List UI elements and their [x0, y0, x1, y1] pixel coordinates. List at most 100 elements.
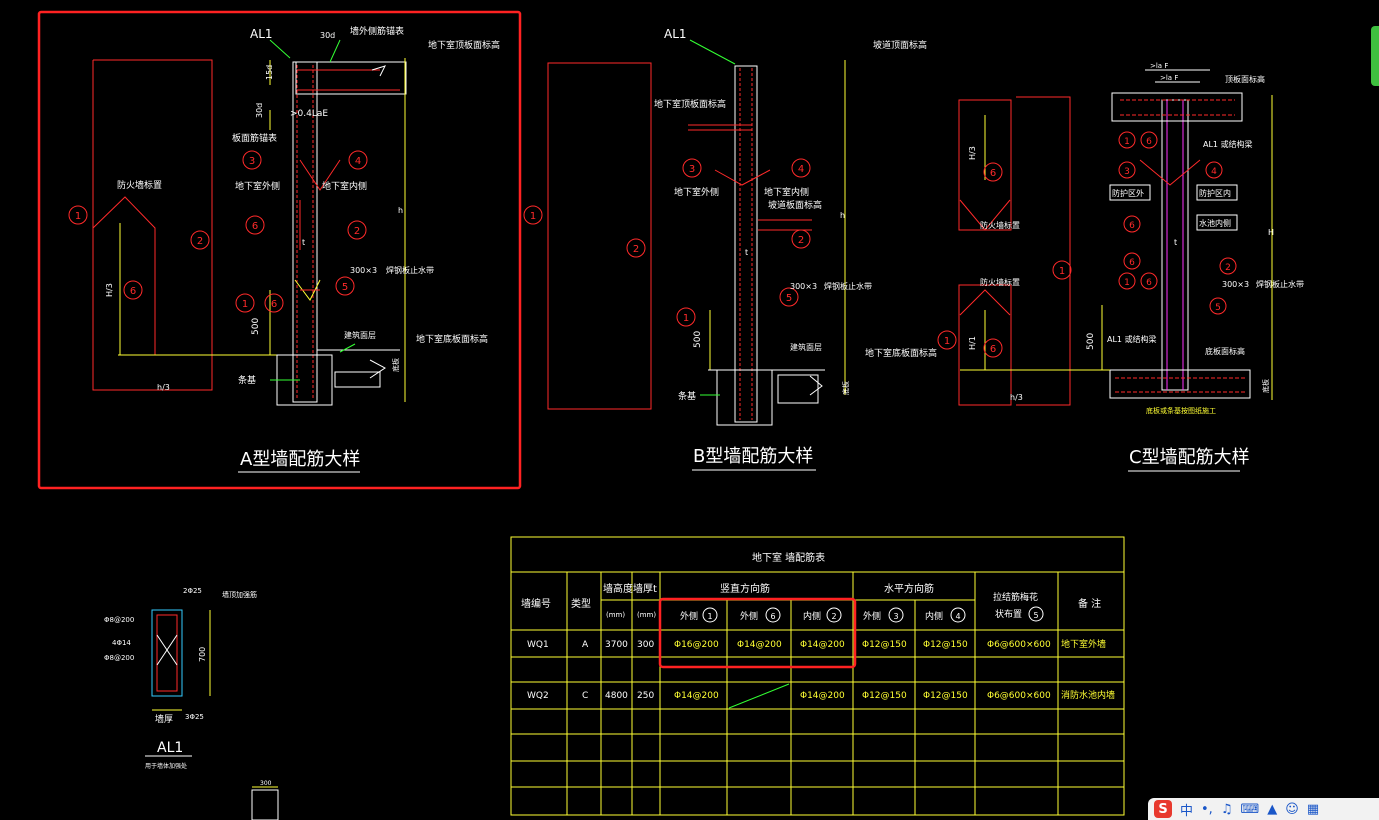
- svg-text:状布置: 状布置: [995, 608, 1022, 620]
- keyboard-icon[interactable]: ⌨: [1240, 801, 1260, 817]
- svg-text:700: 700: [198, 647, 207, 662]
- svg-text:5: 5: [1033, 611, 1038, 620]
- ime-toolbar[interactable]: S 中 •, ♫ ⌨ ▲ ☺ ▦: [1148, 798, 1379, 820]
- callout-number: 5: [1215, 303, 1221, 313]
- svg-text:30d: 30d: [255, 103, 264, 118]
- svg-text:Φ8@200: Φ8@200: [104, 616, 134, 624]
- callout-number: 1: [1124, 278, 1130, 288]
- svg-text:1: 1: [707, 612, 712, 621]
- svg-text:>0.4LaE: >0.4LaE: [290, 109, 328, 119]
- detail-a-title: A型墙配筋大样: [240, 449, 360, 470]
- callout-number: 2: [197, 236, 203, 247]
- svg-text:防火墙标置: 防火墙标置: [980, 220, 1020, 230]
- detail-c: 1 1 6 6 1 6 3 4 6 6 2 1 6 5 >la F >la F …: [937, 62, 1304, 472]
- svg-text:H: H: [1268, 228, 1274, 237]
- svg-text:Φ6@600×600: Φ6@600×600: [987, 640, 1051, 650]
- svg-text:2Φ25: 2Φ25: [183, 587, 202, 595]
- svg-text:墙外侧筋锚表: 墙外侧筋锚表: [350, 25, 404, 37]
- callout-number: 6: [271, 299, 277, 310]
- svg-text:300×3: 300×3: [350, 266, 377, 275]
- callout-number: 6: [990, 168, 996, 179]
- callout-number: 6: [130, 286, 136, 297]
- callout-number: 6: [990, 344, 996, 355]
- callout-number: 6: [1146, 137, 1152, 147]
- callout-1-circle: [68, 205, 88, 225]
- svg-text:Φ14@200: Φ14@200: [737, 640, 782, 650]
- svg-text:Φ12@150: Φ12@150: [923, 691, 968, 701]
- svg-text:墙顶加强筋: 墙顶加强筋: [222, 590, 257, 599]
- callout-number: 1: [944, 336, 950, 347]
- svg-text:防火墙标置: 防火墙标置: [117, 179, 162, 191]
- rebar-table: [510, 536, 1125, 816]
- svg-text:WQ1: WQ1: [527, 640, 549, 650]
- detail-a: 1 2 3 4 6 2 6 1 6 5 AL1 30d 墙外侧筋锚表 地下室顶板…: [37, 10, 522, 490]
- svg-text:AL1 或结构梁: AL1 或结构梁: [1107, 334, 1157, 344]
- svg-text:H/3: H/3: [968, 146, 977, 160]
- callout-1: 1: [75, 211, 81, 222]
- svg-text:防护区内: 防护区内: [1199, 188, 1231, 198]
- svg-text:250: 250: [637, 691, 654, 701]
- svg-text:300: 300: [637, 640, 654, 650]
- callout-number: 4: [1211, 167, 1217, 177]
- svg-text:地下室外墙: 地下室外墙: [1061, 638, 1106, 650]
- callout-number: 6: [1129, 258, 1135, 268]
- svg-text:地下室外侧: 地下室外侧: [235, 180, 280, 192]
- table-title: 地下室 墙配筋表: [752, 551, 825, 564]
- callout-number: 2: [633, 244, 639, 255]
- shirt-icon[interactable]: ▲: [1267, 801, 1278, 817]
- svg-text:用于墙体加强处: 用于墙体加强处: [145, 762, 187, 770]
- face-icon[interactable]: ☺: [1285, 801, 1299, 817]
- svg-text:h: h: [840, 211, 845, 220]
- callout-number: 2: [354, 226, 360, 237]
- svg-text:t: t: [302, 238, 305, 247]
- detail-b-title: B型墙配筋大样: [693, 446, 813, 467]
- side-panel-handle[interactable]: [1371, 26, 1379, 86]
- svg-text:墙厚: 墙厚: [155, 713, 173, 725]
- svg-text:Φ14@200: Φ14@200: [800, 691, 845, 701]
- svg-text:坡道顶面标高: 坡道顶面标高: [873, 39, 927, 51]
- ime-lang-toggle[interactable]: 中: [1180, 803, 1194, 819]
- svg-text:Φ12@150: Φ12@150: [923, 640, 968, 650]
- svg-text:WQ2: WQ2: [527, 691, 549, 701]
- sogou-logo-icon[interactable]: S: [1154, 800, 1172, 818]
- svg-text:AL1 或结构梁: AL1 或结构梁: [1203, 139, 1253, 149]
- vertical-rebar-highlight[interactable]: [658, 597, 857, 669]
- svg-text:Φ12@150: Φ12@150: [862, 691, 907, 701]
- svg-text:(mm): (mm): [606, 611, 625, 619]
- svg-text:水池内侧: 水池内侧: [1199, 218, 1231, 228]
- callout-number: 6: [252, 221, 258, 232]
- selection-frame[interactable]: [37, 10, 522, 490]
- svg-text:外侧: 外侧: [680, 610, 698, 622]
- svg-text:底板或条基按图纸施工: 底板或条基按图纸施工: [1146, 406, 1216, 415]
- svg-text:>la F: >la F: [1160, 74, 1178, 82]
- mic-icon[interactable]: ♫: [1220, 801, 1233, 817]
- callout-number: 3: [249, 156, 255, 167]
- svg-text:Φ16@200: Φ16@200: [674, 640, 719, 650]
- table-text: 地下室 墙配筋表 墙编号 类型 墙高度 (mm) 墙厚t (mm) 竖直方向筋 …: [521, 551, 1115, 701]
- svg-text:底板面标高: 底板面标高: [1205, 346, 1245, 356]
- svg-text:焊钢板止水带: 焊钢板止水带: [1256, 279, 1304, 289]
- grid-icon[interactable]: ▦: [1306, 801, 1320, 817]
- svg-text:3Φ25: 3Φ25: [185, 713, 204, 721]
- svg-text:建筑面层: 建筑面层: [344, 330, 376, 340]
- svg-text:内侧: 内侧: [925, 610, 943, 622]
- svg-text:地下室顶板面标高: 地下室顶板面标高: [428, 39, 500, 51]
- svg-text:防火墙标置: 防火墙标置: [980, 277, 1020, 287]
- ime-punct-toggle[interactable]: •,: [1201, 801, 1213, 817]
- svg-text:顶板面标高: 顶板面标高: [1225, 74, 1265, 84]
- svg-text:t: t: [1174, 238, 1177, 247]
- svg-text:拉结筋梅花: 拉结筋梅花: [993, 591, 1038, 603]
- callout-number: 5: [786, 293, 792, 304]
- svg-text:3700: 3700: [605, 640, 628, 650]
- callout-number: 6: [1146, 278, 1152, 288]
- svg-text:地下室底板面标高: 地下室底板面标高: [416, 333, 488, 345]
- callout-number: 4: [355, 156, 361, 167]
- svg-text:Φ6@600×600: Φ6@600×600: [987, 691, 1051, 701]
- svg-text:底板: 底板: [841, 381, 850, 395]
- callout-number: 1: [1124, 137, 1130, 147]
- svg-text:300: 300: [260, 780, 272, 787]
- callout-number: 1: [1059, 266, 1065, 277]
- svg-text:Φ14@200: Φ14@200: [800, 640, 845, 650]
- svg-text:地下室底板面标高: 地下室底板面标高: [865, 347, 937, 359]
